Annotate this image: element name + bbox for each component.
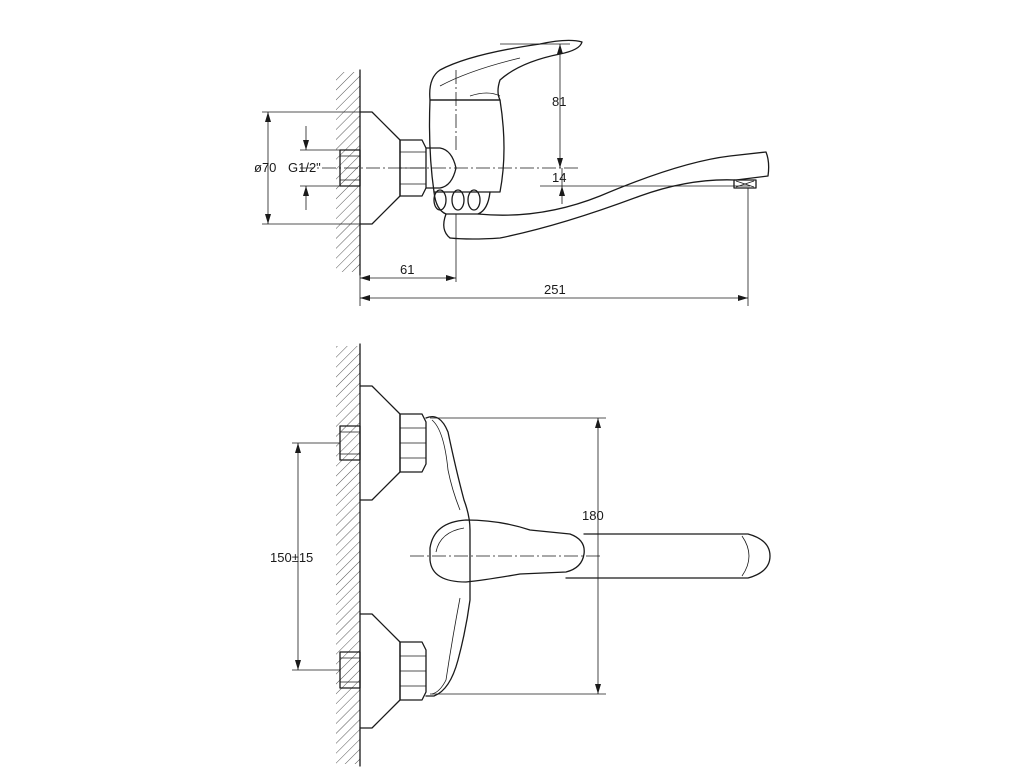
lower-hex-nut [399,641,427,701]
wall-hatch-bottom [336,346,360,764]
dim-spacing-label: 150±15 [270,550,313,565]
upper-escutcheon [359,385,401,501]
spout-top [449,151,770,240]
lever-handle-front [429,519,585,583]
aerator-top [733,179,757,189]
spout-collar-top [433,191,491,215]
side-view: ø70 G1/2" 81 14 61 251 [254,39,770,306]
dim-81-label: 81 [552,94,566,109]
dim-251-label: 251 [544,282,566,297]
dim-thread-label: G1/2" [288,160,321,175]
faucet-body-top [428,99,505,193]
dim-diameter-label: ø70 [254,160,276,175]
spout-front [565,533,771,579]
dim-61-label: 61 [400,262,414,277]
lower-escutcheon [359,613,401,729]
dim-180-label: 180 [582,508,604,523]
front-view: 180 150±15 [270,343,771,767]
dim-14-label: 14 [552,170,566,185]
mixer-body-front [425,415,471,697]
upper-hex-nut [399,413,427,473]
lever-handle-top [429,39,583,101]
